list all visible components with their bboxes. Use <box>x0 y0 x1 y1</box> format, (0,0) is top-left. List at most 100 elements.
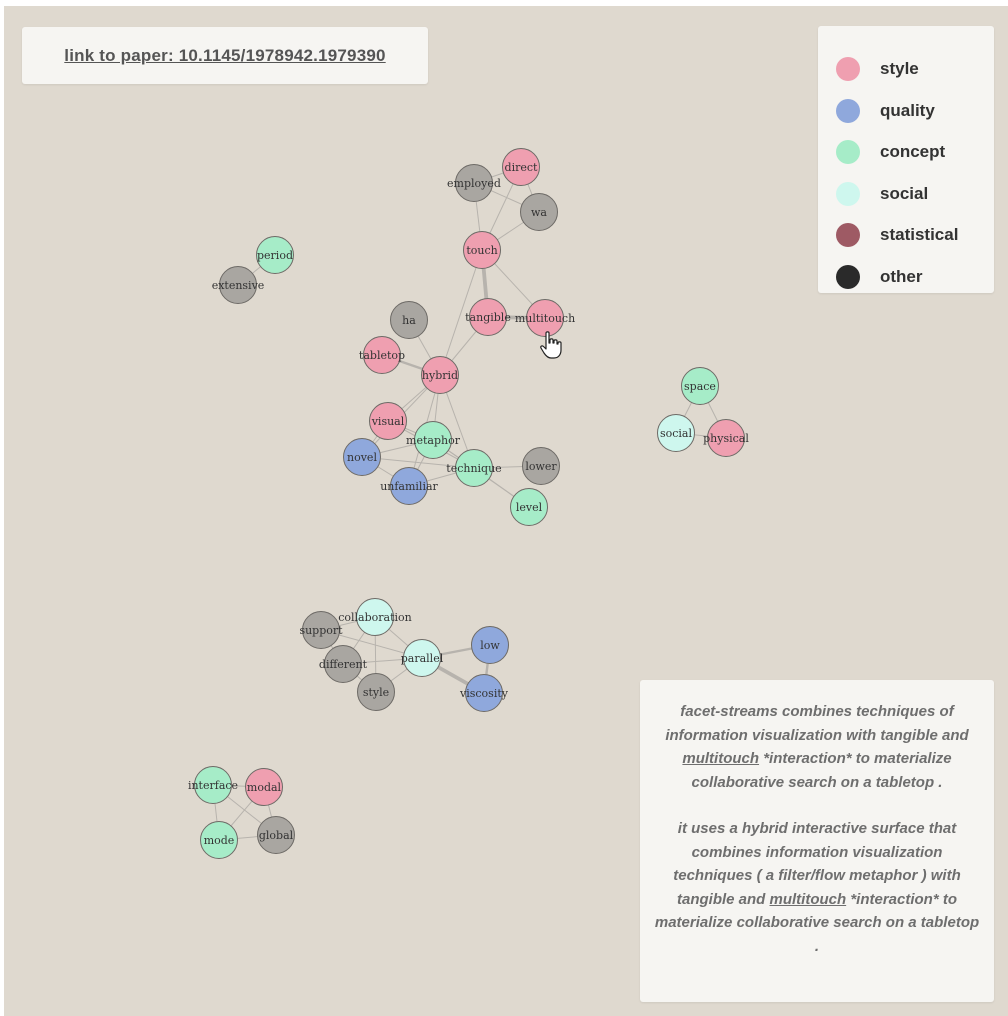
node-circle[interactable] <box>194 766 232 804</box>
node-low[interactable] <box>471 626 509 664</box>
node-circle[interactable] <box>455 449 493 487</box>
node-label-extensive: extensive <box>212 279 265 292</box>
node-circle[interactable] <box>681 367 719 405</box>
node-circle[interactable] <box>245 768 283 806</box>
node-circle[interactable] <box>414 421 452 459</box>
node-unfamiliar[interactable] <box>390 467 428 505</box>
node-different[interactable] <box>324 645 362 683</box>
node-lower[interactable] <box>522 447 560 485</box>
node-circle[interactable] <box>219 266 257 304</box>
node-circle[interactable] <box>256 236 294 274</box>
node-level[interactable] <box>510 488 548 526</box>
node-label-mode: mode <box>204 834 235 847</box>
node-circle[interactable] <box>502 148 540 186</box>
node-collaboration[interactable] <box>356 598 394 636</box>
node-circle[interactable] <box>390 301 428 339</box>
legend-item-other[interactable]: other <box>836 264 923 290</box>
node-ha[interactable] <box>390 301 428 339</box>
node-label-physical: physical <box>703 432 749 445</box>
node-period[interactable] <box>256 236 294 274</box>
node-direct[interactable] <box>502 148 540 186</box>
node-circle[interactable] <box>522 447 560 485</box>
legend-color-dot <box>836 99 860 123</box>
description-text: *interaction* to materialize collaborati… <box>691 750 952 791</box>
node-space[interactable] <box>681 367 719 405</box>
node-circle[interactable] <box>463 231 501 269</box>
node-wa[interactable] <box>520 193 558 231</box>
legend-item-style[interactable]: style <box>836 56 919 82</box>
node-label-style: style <box>363 686 389 699</box>
node-circle[interactable] <box>343 438 381 476</box>
node-global[interactable] <box>257 816 295 854</box>
node-circle[interactable] <box>707 419 745 457</box>
node-label-ha: ha <box>402 314 416 327</box>
node-mode[interactable] <box>200 821 238 859</box>
node-circle[interactable] <box>200 821 238 859</box>
node-circle[interactable] <box>510 488 548 526</box>
node-circle[interactable] <box>369 402 407 440</box>
node-novel[interactable] <box>343 438 381 476</box>
node-circle[interactable] <box>357 673 395 711</box>
node-circle[interactable] <box>465 674 503 712</box>
node-circle[interactable] <box>469 298 507 336</box>
legend-color-dot <box>836 223 860 247</box>
node-circle[interactable] <box>471 626 509 664</box>
node-circle[interactable] <box>421 356 459 394</box>
legend-item-quality[interactable]: quality <box>836 98 935 124</box>
node-extensive[interactable] <box>219 266 257 304</box>
pointer-hand-icon <box>540 331 562 359</box>
node-support[interactable] <box>302 611 340 649</box>
node-parallel[interactable] <box>403 639 441 677</box>
node-style[interactable] <box>357 673 395 711</box>
node-label-technique: technique <box>446 462 501 475</box>
legend-item-social[interactable]: social <box>836 181 928 207</box>
node-interface[interactable] <box>194 766 232 804</box>
node-label-hybrid: hybrid <box>422 369 458 382</box>
legend-item-statistical[interactable]: statistical <box>836 222 958 248</box>
legend-label: quality <box>880 101 935 120</box>
node-circle[interactable] <box>390 467 428 505</box>
node-circle[interactable] <box>455 164 493 202</box>
node-tabletop[interactable] <box>363 336 401 374</box>
node-multitouch[interactable] <box>526 299 564 337</box>
node-label-metaphor: metaphor <box>406 434 461 447</box>
node-circle[interactable] <box>526 299 564 337</box>
node-circle[interactable] <box>363 336 401 374</box>
node-circle[interactable] <box>520 193 558 231</box>
node-label-multitouch: multitouch <box>515 312 575 325</box>
description-panel: facet-streams combines techniques of inf… <box>640 680 994 1002</box>
node-label-period: period <box>257 249 293 262</box>
legend-item-concept[interactable]: concept <box>836 139 945 165</box>
node-hybrid[interactable] <box>421 356 459 394</box>
node-social[interactable] <box>657 414 695 452</box>
node-circle[interactable] <box>302 611 340 649</box>
node-label-social: social <box>660 427 693 440</box>
node-circle[interactable] <box>356 598 394 636</box>
node-metaphor[interactable] <box>414 421 452 459</box>
node-circle[interactable] <box>257 816 295 854</box>
node-label-global: global <box>259 829 294 842</box>
legend-label: style <box>880 59 919 78</box>
node-viscosity[interactable] <box>465 674 503 712</box>
node-circle[interactable] <box>403 639 441 677</box>
node-tangible[interactable] <box>469 298 507 336</box>
paper-link[interactable]: link to paper: 10.1145/1978942.1979390 <box>64 45 386 65</box>
node-technique[interactable] <box>455 449 493 487</box>
legend-color-dot <box>836 182 860 206</box>
node-employed[interactable] <box>455 164 493 202</box>
node-visual[interactable] <box>369 402 407 440</box>
node-circle[interactable] <box>657 414 695 452</box>
node-modal[interactable] <box>245 768 283 806</box>
node-circle[interactable] <box>324 645 362 683</box>
node-label-interface: interface <box>188 779 238 792</box>
node-label-modal: modal <box>247 781 282 794</box>
node-touch[interactable] <box>463 231 501 269</box>
node-label-support: support <box>299 624 343 637</box>
node-label-level: level <box>516 501 543 514</box>
node-physical[interactable] <box>707 419 745 457</box>
legend-label: other <box>880 267 923 286</box>
paper-link-box: link to paper: 10.1145/1978942.1979390 <box>22 27 428 84</box>
node-label-low: low <box>480 639 500 652</box>
